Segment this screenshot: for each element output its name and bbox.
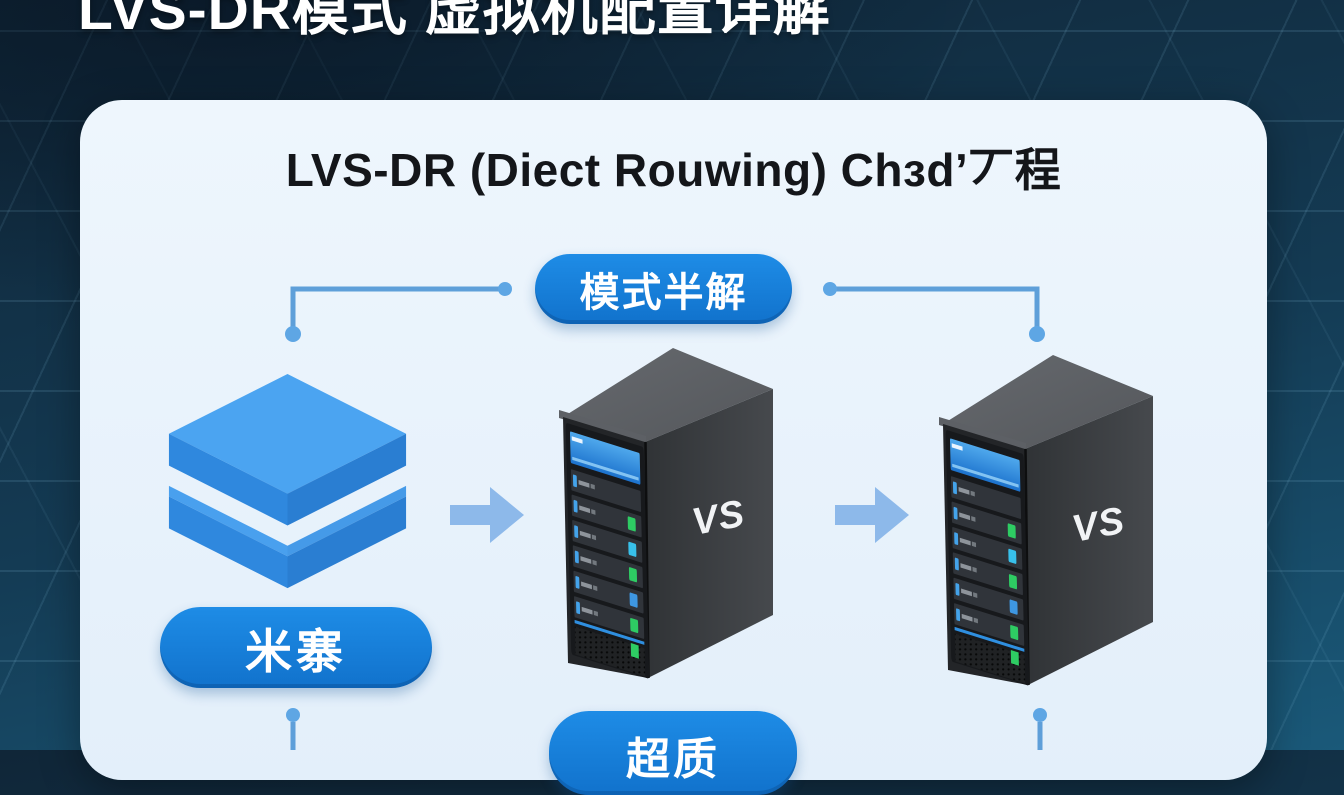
right-arrow-icon [835, 487, 909, 543]
connector-dot [498, 282, 512, 296]
connector-bottom-right [1033, 708, 1047, 750]
page-title: LVS-DR模式 虚拟机配置详解 [78, 0, 831, 42]
load-balancer-stack-icon [168, 374, 407, 589]
connector-dot [1033, 708, 1047, 722]
pill-plan: 米寨 [160, 607, 432, 688]
connector-left [290, 286, 508, 331]
right-arrow-icon [450, 487, 524, 543]
pill-mode-explain: 模式半解 [535, 254, 792, 324]
connector-lines [285, 282, 1047, 750]
connector-right [827, 286, 1040, 331]
connector-dot [1029, 326, 1045, 342]
panel-heading: LVS-DR (Diect Rouwing) Chɜd’丆程 [285, 144, 1062, 196]
connector-right-dots [823, 282, 1045, 342]
connector-dot [286, 708, 300, 722]
connector-left-dots [285, 282, 512, 342]
server-tower-icon [557, 346, 775, 681]
connector-bottom-left [286, 708, 300, 750]
pill-bottom-label: 超质 [626, 735, 720, 784]
connector-dot [285, 326, 301, 342]
pill-bottom: 超质 [549, 711, 797, 795]
connector-dot [823, 282, 837, 296]
server-tower-icon [937, 353, 1155, 688]
